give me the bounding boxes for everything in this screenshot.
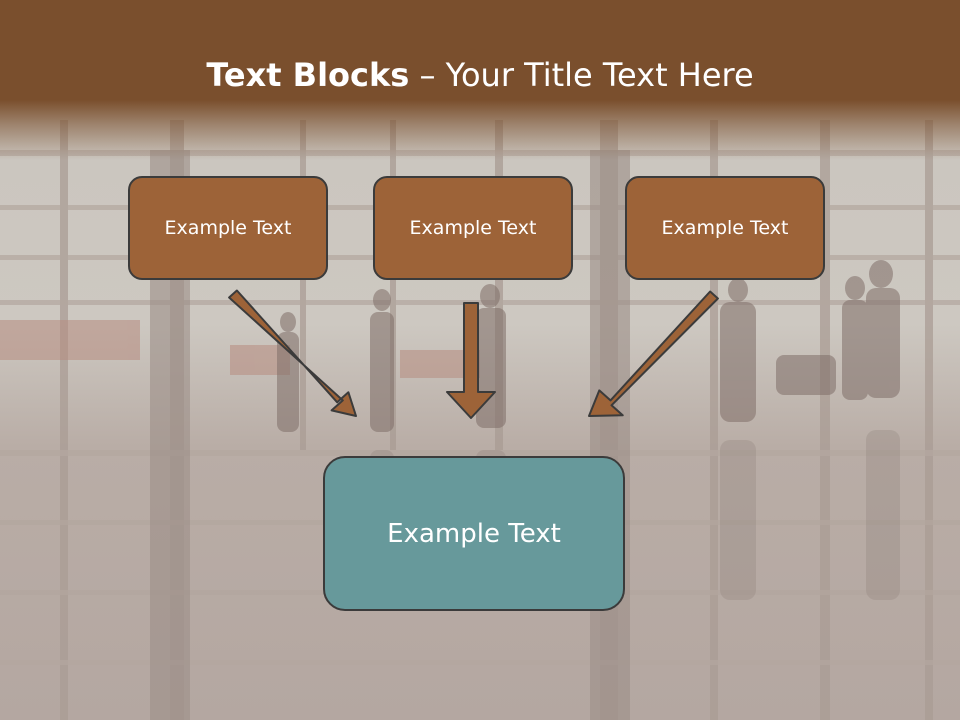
title-bold-part: Text Blocks: [206, 56, 410, 94]
header-band: [0, 0, 960, 160]
top-box-2: Example Text: [373, 176, 573, 280]
bottom-box-label: Example Text: [387, 518, 561, 549]
bottom-box: Example Text: [323, 456, 625, 611]
title-rest-part: – Your Title Text Here: [409, 56, 754, 94]
top-box-3: Example Text: [625, 176, 825, 280]
slide-title: Text Blocks – Your Title Text Here: [0, 52, 960, 98]
top-box-2-label: Example Text: [409, 217, 537, 239]
top-box-3-label: Example Text: [661, 217, 789, 239]
top-box-1: Example Text: [128, 176, 328, 280]
top-box-1-label: Example Text: [164, 217, 292, 239]
